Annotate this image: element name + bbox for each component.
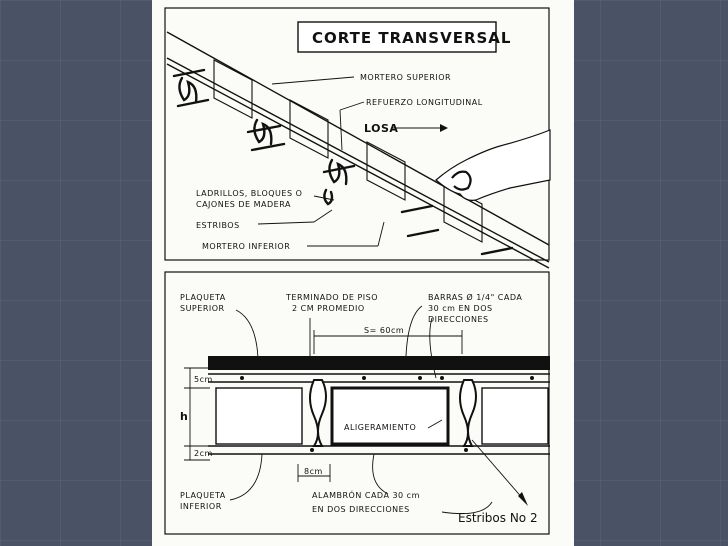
label-dim-2cm: 2cm: [194, 449, 213, 458]
title-box: [297, 21, 497, 53]
label-ladrillos-line1: LADRILLOS, BLOQUES O: [196, 189, 302, 198]
label-mortero-superior: MORTERO SUPERIOR: [360, 73, 451, 82]
label-ladrillos-line2: CAJONES DE MADERA: [196, 200, 291, 209]
label-estribos-no2: Estribos No 2: [458, 511, 538, 525]
label-barras-line3: DIRECCIONES: [428, 315, 489, 324]
label-mortero-inferior: MORTERO INFERIOR: [202, 242, 290, 251]
label-losa: LOSA: [364, 122, 398, 135]
drawing-sheet: CORTE TRANSVERSAL: [152, 0, 574, 546]
diagram-title: CORTE TRANSVERSAL: [312, 29, 511, 47]
label-aligeramiento: ALIGERAMIENTO: [344, 423, 416, 432]
label-spacing: S= 60cm: [364, 326, 404, 335]
label-plaqueta-superior-line2: SUPERIOR: [180, 304, 225, 313]
label-refuerzo-longitudinal: REFUERZO LONGITUDINAL: [366, 98, 483, 107]
label-dim-8cm: 8cm: [304, 467, 323, 476]
label-estribos: ESTRIBOS: [196, 221, 240, 230]
slab-section: [208, 356, 550, 455]
bottom-panel-frame: [164, 271, 550, 535]
label-terminado-line2: 2 CM PROMEDIO: [292, 304, 365, 313]
label-barras-line1: BARRAS Ø 1/4" CADA: [428, 292, 522, 302]
label-dim-h: h: [180, 410, 188, 423]
label-plaqueta-inferior-line2: INFERIOR: [180, 502, 222, 511]
joist-width-dimension: [297, 464, 331, 482]
left-dimensions: [184, 367, 210, 461]
label-plaqueta-superior-line1: PLAQUETA: [180, 293, 226, 302]
pointing-hand: [435, 129, 551, 201]
label-alambron-line2: EN DOS DIRECCIONES: [312, 505, 410, 514]
diagonal-slab: [166, 31, 551, 269]
label-terminado-line1: TERMINADO DE PISO: [285, 293, 378, 302]
label-barras-line2: 30 cm EN DOS: [428, 304, 493, 313]
label-alambron-line1: ALAMBRÓN CADA 30 cm: [312, 489, 420, 500]
label-plaqueta-inferior-line1: PLAQUETA: [180, 491, 226, 500]
label-dim-5cm: 5cm: [194, 375, 213, 384]
spacing-dimension: [313, 330, 463, 354]
construction-diagram: CORTE TRANSVERSAL: [164, 7, 551, 535]
